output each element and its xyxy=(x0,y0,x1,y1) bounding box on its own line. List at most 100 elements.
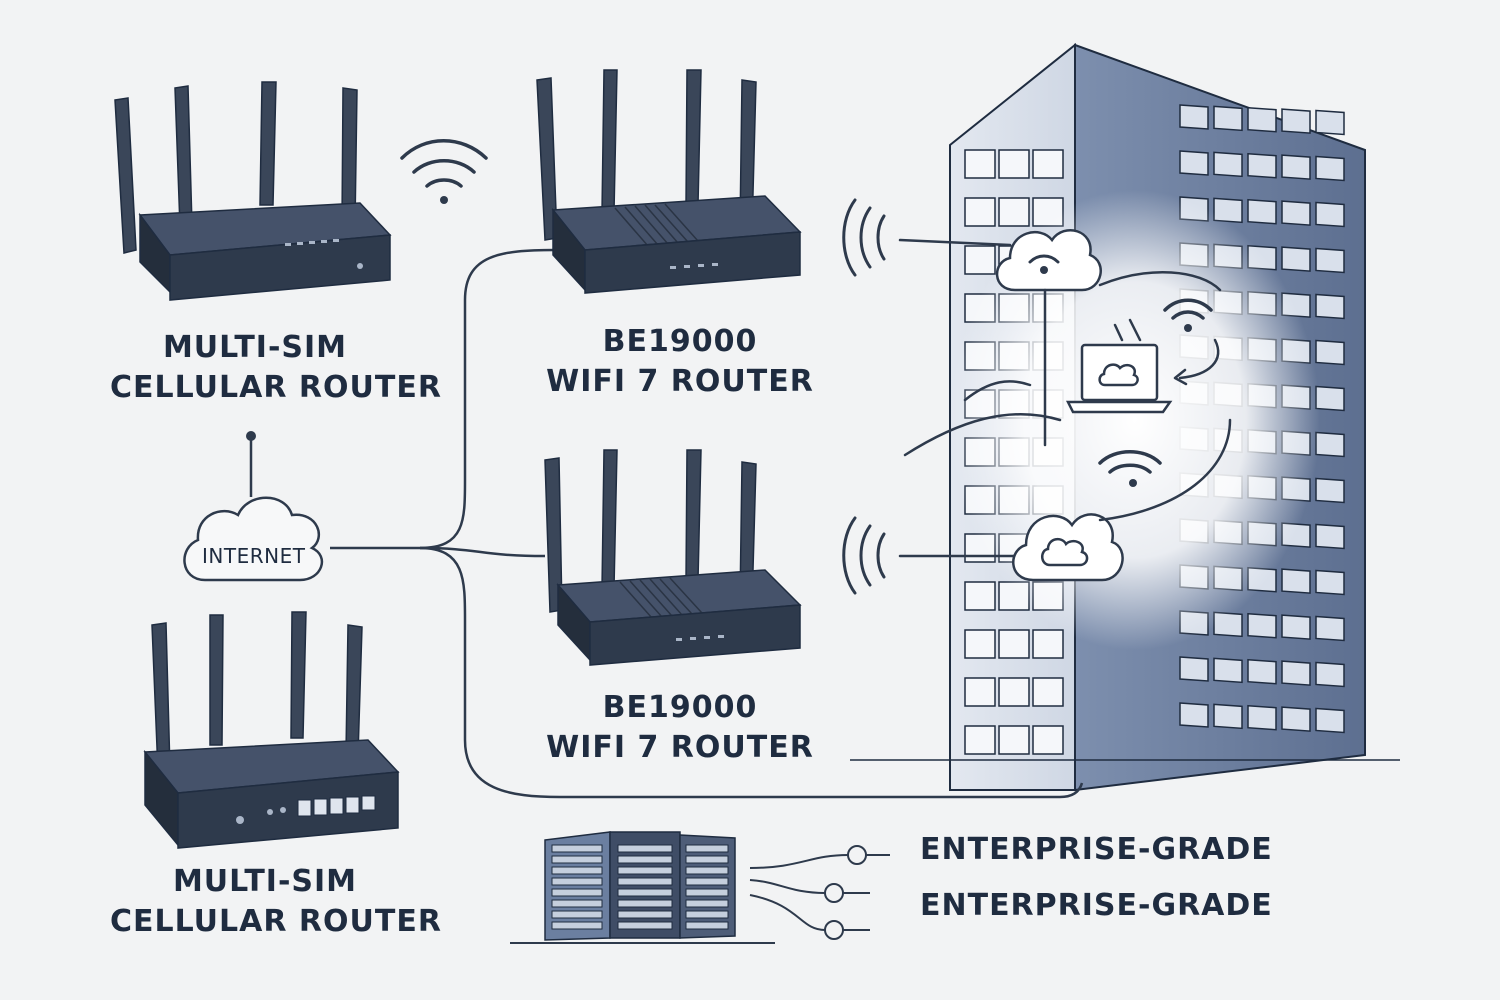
cellular-router-bottom-line1: MULTI-SIM xyxy=(172,864,358,899)
cellular-router-bottom-label: MULTI-SIM CELLULAR ROUTER xyxy=(110,862,442,942)
wifi7-router-top-line1: BE19000 xyxy=(602,324,758,359)
building-window xyxy=(1315,339,1345,366)
server-slot xyxy=(617,866,673,875)
cellular-router-bottom-line2: CELLULAR ROUTER xyxy=(110,904,442,939)
building-window xyxy=(998,149,1030,179)
building-window xyxy=(964,725,996,755)
building-window xyxy=(1213,657,1243,684)
server-slot xyxy=(551,910,603,919)
server-slot xyxy=(685,877,729,886)
building-window xyxy=(1315,707,1345,734)
server-slot xyxy=(685,888,729,897)
server-slot xyxy=(685,866,729,875)
signal-overlays xyxy=(842,198,1232,595)
building-window xyxy=(1247,152,1277,179)
building-window xyxy=(1179,104,1209,130)
building-window xyxy=(998,725,1030,755)
wifi-signal-icon xyxy=(400,139,488,204)
building-window xyxy=(1179,702,1209,728)
building-window xyxy=(1315,431,1345,458)
building-window xyxy=(964,149,996,179)
building-window xyxy=(1247,704,1277,731)
server-slot xyxy=(685,844,729,853)
building-window xyxy=(998,197,1030,227)
server-rack-icon xyxy=(510,831,775,944)
building-window xyxy=(1032,629,1064,659)
server-slot xyxy=(551,877,603,886)
wifi7-router-bottom-icon xyxy=(544,449,802,666)
internet-label: INTERNET xyxy=(202,544,306,568)
building-window xyxy=(1315,661,1345,688)
office-building-icon xyxy=(850,42,1400,792)
wifi7-router-bottom-line2: WIFI 7 ROUTER xyxy=(546,730,814,765)
building-window xyxy=(1315,523,1345,550)
server-slot xyxy=(551,866,603,875)
building-window xyxy=(964,581,996,611)
server-slot xyxy=(617,899,673,908)
internet-cloud-icon xyxy=(183,496,324,582)
server-slot xyxy=(551,844,603,853)
cellular-router-top-label: MULTI-SIM CELLULAR ROUTER xyxy=(110,328,442,408)
server-connector-lines xyxy=(749,845,890,940)
building-window xyxy=(1281,660,1311,686)
building-window xyxy=(1247,106,1277,133)
building-window xyxy=(1247,658,1277,685)
wifi7-router-bottom-label: BE19000 WIFI 7 ROUTER xyxy=(520,688,840,768)
building-window xyxy=(1032,149,1064,179)
building-window xyxy=(964,245,996,275)
server-slot xyxy=(551,899,603,908)
server-slot xyxy=(685,855,729,864)
connector-dot xyxy=(246,431,256,441)
building-window xyxy=(1315,109,1345,136)
cellular-router-top-line2: CELLULAR ROUTER xyxy=(110,370,442,405)
building-window xyxy=(1315,615,1345,642)
server-slot xyxy=(617,877,673,886)
building-window xyxy=(1315,247,1345,274)
building-window xyxy=(1179,150,1209,176)
server-slot xyxy=(617,921,673,930)
building-window xyxy=(964,197,996,227)
enterprise-grade-label-2: ENTERPRISE-GRADE xyxy=(920,888,1273,923)
building-window xyxy=(1213,105,1243,132)
connection-lines xyxy=(249,248,1084,799)
building-window xyxy=(1315,155,1345,182)
building-window xyxy=(964,629,996,659)
wifi7-router-bottom-line1: BE19000 xyxy=(602,690,758,725)
server-slot xyxy=(617,844,673,853)
building-window xyxy=(1247,612,1277,639)
wifi7-router-top-line2: WIFI 7 ROUTER xyxy=(546,364,814,399)
building-window xyxy=(1213,151,1243,178)
building-window xyxy=(1281,200,1311,226)
building-window xyxy=(1032,725,1064,755)
server-slot xyxy=(685,910,729,919)
building-window xyxy=(1315,385,1345,412)
cellular-router-top-icon xyxy=(114,81,392,301)
building-window xyxy=(1315,477,1345,504)
building-window xyxy=(1315,201,1345,228)
building-window xyxy=(1032,677,1064,707)
server-slot xyxy=(685,921,729,930)
building-window xyxy=(1315,569,1345,596)
building-window xyxy=(998,677,1030,707)
server-slot xyxy=(617,888,673,897)
server-slot xyxy=(551,888,603,897)
server-slot xyxy=(617,855,673,864)
building-window xyxy=(1281,614,1311,640)
cellular-router-bottom-icon xyxy=(143,611,400,849)
building-window xyxy=(1281,568,1311,594)
server-slot xyxy=(551,855,603,864)
wifi7-router-top-label: BE19000 WIFI 7 ROUTER xyxy=(520,322,840,402)
server-slot xyxy=(617,910,673,919)
building-window xyxy=(1281,154,1311,180)
building-window xyxy=(964,677,996,707)
building-window xyxy=(998,629,1030,659)
building-window xyxy=(1281,706,1311,732)
building-window xyxy=(1213,703,1243,730)
server-slot xyxy=(551,921,603,930)
wifi7-router-top-icon xyxy=(536,69,802,294)
cellular-router-top-line1: MULTI-SIM xyxy=(162,330,348,365)
server-slot xyxy=(685,899,729,908)
building-window xyxy=(1247,198,1277,225)
